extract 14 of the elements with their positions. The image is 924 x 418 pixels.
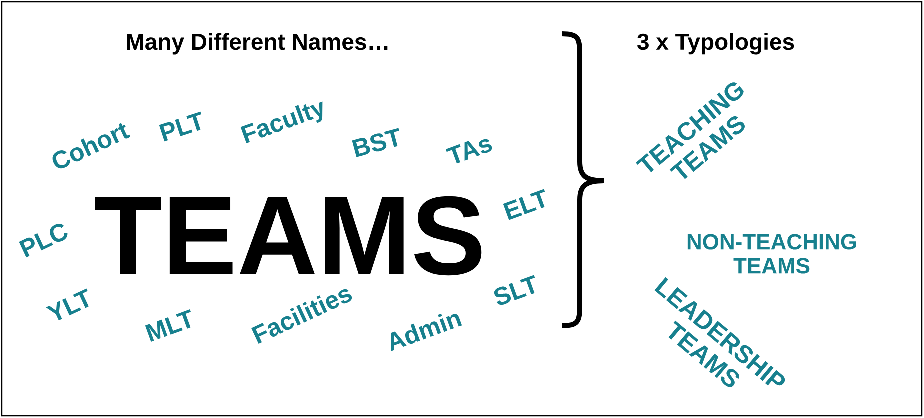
team-name-word: PLC [19, 224, 68, 258]
team-name-word: Admin [391, 314, 462, 352]
main-word: TEAMS [95, 196, 482, 276]
heading: 3 x Typologies [638, 33, 794, 55]
team-name-word: Faculty [240, 102, 323, 144]
team-name-word: SLT [494, 275, 536, 306]
team-name-word: TAs [446, 139, 492, 164]
team-name-word: BST [352, 128, 400, 158]
heading: Many Different Names… [127, 33, 388, 55]
typology-label: NON-TEACHING TEAMS [688, 234, 856, 274]
team-name-word: ELT [503, 189, 546, 220]
team-name-word: PLT [159, 112, 202, 142]
team-name-word: MLT [145, 310, 192, 342]
team-name-word: YLT [46, 288, 89, 321]
